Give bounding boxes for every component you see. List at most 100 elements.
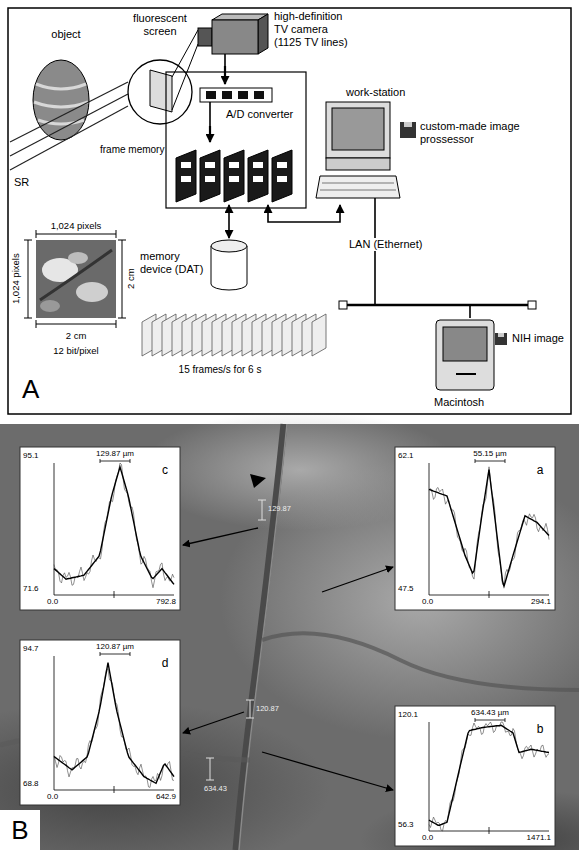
wire-stub [224, 54, 226, 66]
dat-cylinder [211, 246, 247, 290]
measurement-value: 55.15 µm [445, 449, 535, 459]
node-text: Macintosh [434, 396, 514, 409]
plot-fit-curve [54, 663, 174, 784]
measure-bar [246, 700, 254, 718]
panel-letter: A [22, 376, 39, 402]
panel-letter: B [0, 810, 40, 850]
screen-circle [128, 60, 192, 124]
axis-value: 642.9 [116, 792, 176, 802]
node-text: fluorescent screen [118, 12, 202, 38]
inset-plot-box [20, 640, 180, 805]
floppy-disk [400, 122, 416, 138]
wire-stub [374, 198, 376, 205]
object-texture [34, 84, 88, 124]
measurement-value: 120.87 µm [70, 642, 160, 652]
measurement-value: 634.43 [204, 784, 227, 793]
object-shape [33, 60, 89, 140]
axis-value: 47.5 [398, 584, 428, 594]
measure-bracket [475, 459, 505, 463]
inset-plot-box [20, 447, 180, 610]
inset-plot: 95.1 129.87 µm c 71.6 0.0 792.8 [20, 447, 180, 610]
dimension-label: 2 cm [56, 330, 96, 341]
storage-node: memory device (DAT) [140, 238, 250, 294]
connector [228, 205, 230, 238]
plot-axes [54, 463, 174, 595]
plot-fit-curve [429, 725, 549, 825]
axis-value: 68.8 [23, 779, 53, 789]
monitor-screen [332, 108, 384, 150]
axis-value: 0.0 [422, 597, 446, 607]
axis-value: 792.8 [116, 597, 176, 607]
plot-raw-curve [429, 722, 549, 831]
dimension-label: 1,024 pixels [10, 247, 21, 311]
node-text: frame memory [100, 144, 166, 156]
connector [268, 205, 340, 222]
panel-letter: d [156, 656, 174, 670]
plot-axes [429, 463, 549, 595]
panel-frame [8, 8, 571, 414]
arrowhead-marker [250, 474, 266, 488]
axis-tick [114, 591, 115, 598]
dimension-label: 1,024 pixels [44, 220, 108, 231]
beam-label: SR [14, 176, 29, 189]
measure-bar [206, 758, 214, 780]
panel-letter: a [531, 463, 549, 477]
connector [209, 126, 211, 142]
inset-plots [54, 459, 549, 834]
dimension-label: 2 cm [125, 264, 136, 294]
axis-tick [489, 827, 490, 834]
edge-label: LAN (Ethernet) [349, 238, 422, 251]
sr-beam [10, 82, 128, 170]
bus-terminator [528, 301, 536, 309]
floppy-shutter [498, 333, 504, 337]
measurement-value: 129.87 [268, 504, 291, 513]
axis-value: 120.1 [398, 710, 428, 720]
measurement-value: 129.87 µm [70, 449, 160, 459]
axis-value: 0.0 [47, 792, 71, 802]
dat-top [211, 240, 247, 252]
macintosh-body [436, 320, 494, 390]
inset-plot: 62.155.15 µma47.50.0294.1 [395, 447, 555, 610]
leader-arrows [183, 528, 393, 790]
macintosh-screen [443, 327, 487, 361]
plot-fit-curve [54, 467, 174, 584]
inset-plot-box [395, 447, 555, 610]
camera-node: high-definition TV camera (1125 TV lines… [204, 8, 354, 66]
axis-value: 94.7 [23, 644, 53, 654]
screen-plate [150, 70, 172, 112]
measure-bar [258, 500, 266, 520]
macintosh-slot [456, 373, 476, 375]
monitor-base [326, 158, 390, 170]
node-text: work-station [346, 86, 426, 99]
plot-axes [429, 722, 549, 831]
enclosure-box [166, 72, 306, 208]
measure-bracket [100, 459, 130, 463]
board-chips [206, 91, 264, 99]
axis-value: 0.0 [47, 597, 71, 607]
vessel [262, 633, 579, 690]
measurement-value: 120.87 [256, 704, 279, 713]
node-text: NIH image [512, 332, 568, 345]
node-text: custom-made image prossessor [420, 120, 520, 146]
node-text: object [26, 28, 106, 41]
inset-plot: 94.7 120.87 µm d 68.8 0.0 642.9 [20, 640, 180, 805]
axis-value: 1471.1 [491, 833, 551, 843]
ad-board [200, 88, 272, 102]
node-text: memory device (DAT) [140, 250, 210, 276]
axis-value: 95.1 [23, 451, 53, 461]
bus-terminator [339, 301, 347, 309]
connector [224, 66, 226, 84]
camera-side [258, 14, 268, 54]
camera-lens [198, 28, 212, 46]
converter-node: A/D converter [196, 84, 297, 126]
floppy-disk [495, 333, 507, 345]
axis-value: 71.6 [23, 584, 53, 594]
frame-stack [142, 314, 326, 356]
measure-bracket [475, 718, 505, 722]
camera-cone [172, 30, 198, 110]
keyboard [316, 176, 400, 198]
workstation-node: work-station custom-made image prossessor [320, 86, 525, 205]
panel-letter: c [156, 463, 174, 477]
node-text: high-definition TV camera (1125 TV lines… [274, 10, 352, 50]
axis-tick [114, 786, 115, 793]
